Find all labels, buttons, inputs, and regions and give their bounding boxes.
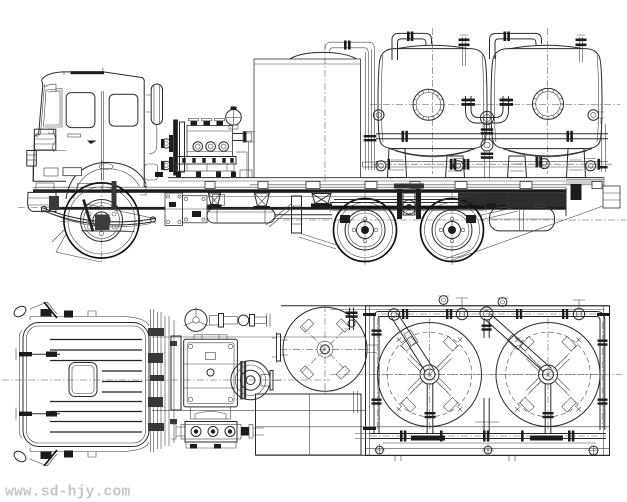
svg-text:www.sd-hjy.com: www.sd-hjy.com: [5, 485, 130, 501]
